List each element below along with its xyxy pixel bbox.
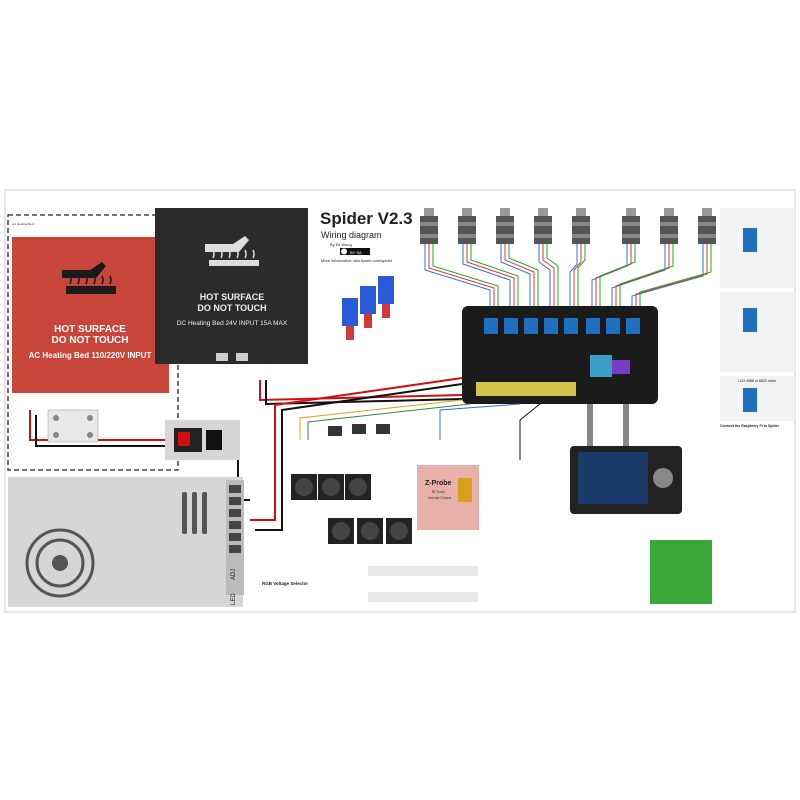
dc-bed-warning-line2: DO NOT TOUCH bbox=[197, 303, 266, 313]
psu-label-adj: ADJ bbox=[231, 569, 237, 580]
ac-bed-warning-line1: HOT SURFACE bbox=[54, 324, 126, 335]
stepper-motor-icon bbox=[622, 208, 640, 244]
dc-bed-label: DC Heating Bed 24V INPUT 15A MAX bbox=[177, 320, 288, 327]
diagram-author: By Eli Wong bbox=[330, 242, 352, 247]
dc-heating-bed bbox=[155, 208, 308, 364]
fan-icon bbox=[25, 528, 95, 598]
driver-panel-3 bbox=[720, 376, 795, 421]
stepper-motor-icon bbox=[534, 208, 552, 244]
z-probe-title: Z-Probe bbox=[425, 480, 452, 487]
ac-heating-bed bbox=[12, 237, 169, 393]
hot-surface-hand-icon bbox=[205, 236, 259, 266]
driver-panel-2 bbox=[720, 292, 795, 372]
hotends bbox=[342, 276, 394, 340]
power-wires bbox=[29, 377, 463, 531]
driver-panel-1 bbox=[720, 208, 795, 288]
diagram-info-link: More information: wiki.fysetc.com/spider bbox=[321, 258, 393, 263]
rgb-led-strips bbox=[368, 566, 478, 602]
stepper-motor-icon bbox=[458, 208, 476, 244]
svg-text:BY SA: BY SA bbox=[350, 250, 362, 255]
raspberry-pi bbox=[650, 540, 712, 604]
power-switch bbox=[165, 420, 240, 460]
pi-title: Connect the Raspberry Pi to Spider bbox=[720, 424, 780, 428]
solid-state-relay bbox=[47, 409, 99, 443]
driver-panel-3-title: LDO 4988 or 8825 driver bbox=[738, 379, 777, 383]
motor-wires bbox=[424, 244, 712, 312]
ac-bed-label: AC Heating Bed 110/220V INPUT bbox=[29, 351, 152, 360]
lcd-display bbox=[570, 446, 682, 514]
fans bbox=[291, 474, 412, 544]
ac-bed-warning-line2: DO NOT TOUCH bbox=[51, 335, 128, 346]
ac-bed-note: AC Heating Bed: bbox=[12, 222, 35, 226]
diagram-title: Spider V2.3 bbox=[320, 209, 413, 228]
endstops bbox=[328, 424, 390, 436]
power-supply bbox=[8, 477, 243, 607]
diagram-subtitle: Wiring diagram bbox=[321, 230, 382, 240]
stepper-motor-icon bbox=[660, 208, 678, 244]
z-probe-sub2: Normal Closed bbox=[428, 496, 451, 500]
stepper-motor-icon bbox=[698, 208, 716, 244]
cc-license-icon: BY SA bbox=[340, 248, 370, 255]
rgb-voltage-label: RGB Voltage Selector bbox=[262, 581, 308, 586]
z-probe-sub1: BLTouch bbox=[432, 490, 445, 494]
signal-wires bbox=[299, 399, 629, 460]
stepper-drivers bbox=[484, 318, 640, 334]
stepper-motor-icon bbox=[572, 208, 590, 244]
psu-label-led: LED bbox=[231, 593, 237, 605]
stepper-motors bbox=[420, 208, 716, 244]
stepper-motor-icon bbox=[420, 208, 438, 244]
hot-surface-hand-icon bbox=[62, 262, 116, 294]
psu-terminals bbox=[226, 480, 244, 595]
dc-bed-warning-line1: HOT SURFACE bbox=[200, 292, 265, 302]
stepper-motor-icon bbox=[496, 208, 514, 244]
